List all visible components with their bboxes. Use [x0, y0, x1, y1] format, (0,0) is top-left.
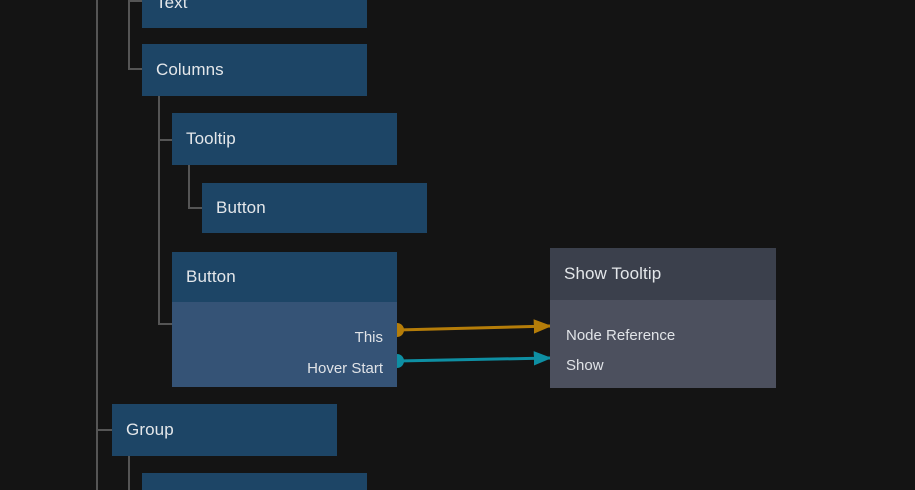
output-port-hover-start[interactable]: Hover Start	[307, 360, 383, 377]
node-tooltip[interactable]: Tooltip	[172, 113, 397, 165]
node-title	[142, 473, 367, 490]
node-columns[interactable]: Columns	[142, 44, 367, 96]
tree-line-group-tick	[96, 429, 112, 431]
node-bottom-partial[interactable]	[142, 473, 367, 490]
input-port-node-reference[interactable]: Node Reference	[566, 327, 676, 344]
node-title: Group	[112, 404, 337, 456]
node-title: Tooltip	[172, 113, 397, 165]
tree-line-level3-elbow	[188, 207, 204, 209]
node-group[interactable]: Group	[112, 404, 337, 456]
node-text[interactable]: Text	[142, 0, 367, 28]
tree-line-root-spine	[96, 0, 98, 490]
node-title: Button	[172, 252, 397, 302]
node-title: Text	[142, 0, 367, 28]
tree-line-level1-spine	[128, 0, 130, 70]
node-title: Button	[202, 183, 427, 233]
output-port-this[interactable]: This	[354, 329, 383, 346]
tree-line-level1-text-tick	[128, 0, 144, 2]
tree-line-level3-spine	[188, 165, 190, 209]
node-button-nested[interactable]: Button	[202, 183, 427, 233]
tree-line-level2-elbow	[158, 323, 174, 325]
wire-this-to-node-reference[interactable]	[396, 319, 552, 334]
tree-line-level2-tooltip-tick	[158, 139, 174, 141]
wire-hover-start-to-show[interactable]	[396, 351, 552, 366]
tree-line-level2-spine	[158, 96, 160, 325]
input-port-show[interactable]: Show	[566, 357, 604, 374]
node-title: Columns	[142, 44, 367, 96]
tree-line-group-child-spine	[128, 456, 130, 490]
node-title: Show Tooltip	[550, 248, 776, 300]
tree-line-level1-elbow	[128, 68, 144, 70]
